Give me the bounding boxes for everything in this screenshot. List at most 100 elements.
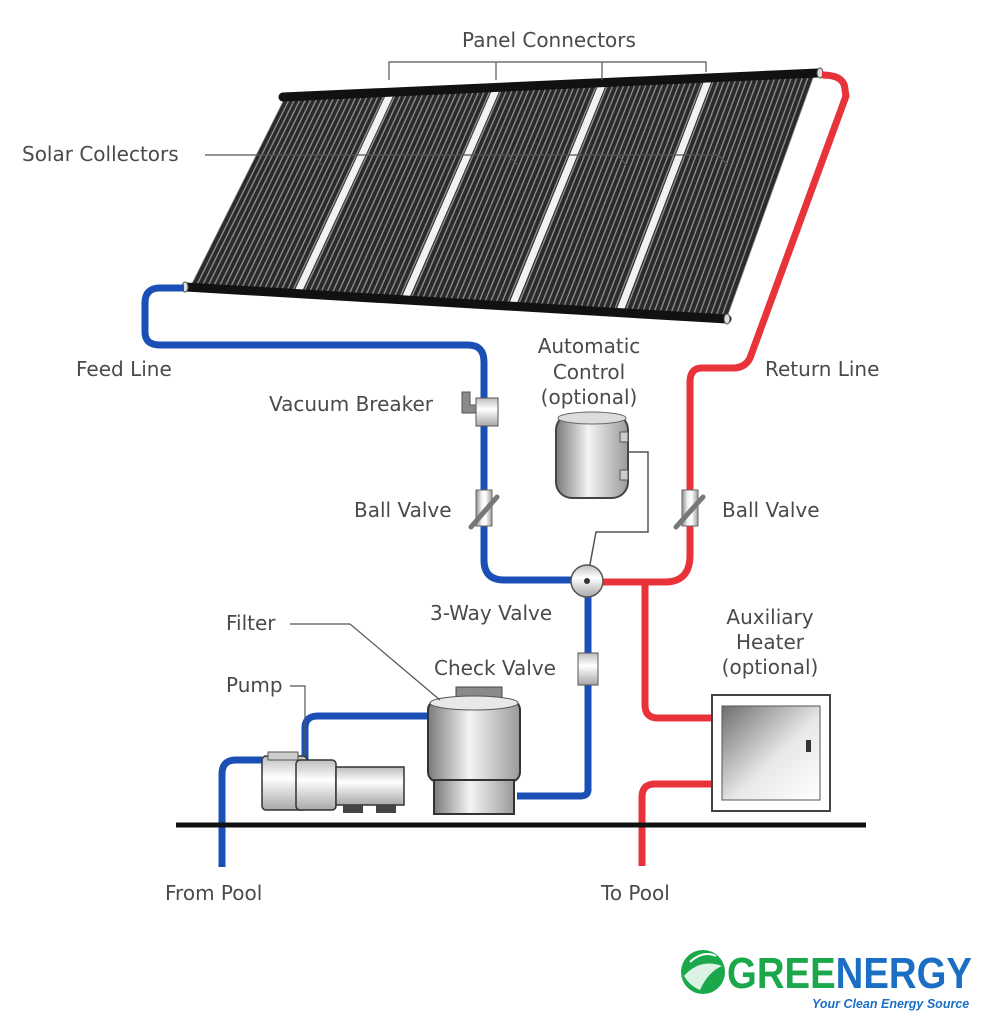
label-three-way-valve: 3-Way Valve <box>430 601 552 625</box>
three-way-valve <box>570 564 604 598</box>
collector-tube <box>715 73 805 318</box>
collector-tube <box>528 81 621 307</box>
collector-tube <box>274 92 370 293</box>
collector-tube <box>652 76 744 315</box>
collector-tube <box>330 90 426 296</box>
pump-to-filter-pipe <box>301 712 430 762</box>
logo-wordmark: GREENERGY <box>727 949 972 998</box>
collector-tube <box>200 96 297 288</box>
collector-tube <box>392 87 487 300</box>
collector-tube <box>686 74 777 316</box>
collector-tube <box>658 75 749 315</box>
collector-tube <box>647 76 738 314</box>
collector-tube <box>500 82 593 306</box>
collector-tube <box>568 79 660 310</box>
label-panel-connectors: Panel Connectors <box>462 28 636 52</box>
collector-tube <box>613 77 705 312</box>
collector-tube <box>387 87 481 299</box>
automatic-control-unit <box>555 411 649 576</box>
filter-to-valve-pipe <box>517 583 592 800</box>
collector-tube <box>375 88 470 299</box>
collector-tube <box>539 81 632 308</box>
collector-tube <box>556 80 649 309</box>
label-solar-collectors: Solar Collectors <box>22 142 179 166</box>
collector-tube <box>596 78 688 311</box>
collector-tubes <box>190 73 815 318</box>
collector-tube <box>262 93 359 292</box>
collector-tube <box>494 83 587 305</box>
collector-tube <box>573 79 666 310</box>
collector-tube <box>285 92 381 293</box>
collector-tube <box>579 79 671 310</box>
collector-tube <box>409 86 504 301</box>
collector-tube <box>341 89 437 297</box>
label-from-pool: From Pool <box>165 881 262 905</box>
collector-tube <box>195 96 292 288</box>
collector-tube <box>211 95 308 289</box>
from-pool-pipe <box>218 756 262 867</box>
collector-tube <box>460 84 554 303</box>
collector-tube <box>624 77 716 313</box>
label-auxiliary-heater-1: Auxiliary <box>726 605 813 629</box>
collector-tube <box>449 85 543 303</box>
leader-lines <box>205 61 729 756</box>
label-vacuum-breaker: Vacuum Breaker <box>269 392 434 416</box>
collector-tube <box>336 90 431 296</box>
collector-tube <box>302 91 398 294</box>
collector-tube <box>551 80 643 309</box>
collector-tube <box>505 82 599 306</box>
logo-tagline: Your Clean Energy Source <box>812 997 969 1011</box>
collector-tube <box>245 94 342 291</box>
collector-tube <box>483 83 576 305</box>
collector-tube <box>585 79 677 311</box>
to-pool-pipe <box>638 780 712 866</box>
label-automatic-control-2: Control <box>553 360 625 384</box>
collector-tube <box>240 94 336 291</box>
auxiliary-heater <box>711 694 831 812</box>
panel-gap <box>616 76 713 314</box>
return-line-pipes <box>592 71 850 866</box>
label-pump: Pump <box>226 673 283 697</box>
feed-line-pipe <box>141 284 585 584</box>
collector-tube <box>325 90 420 296</box>
bottom-header-pipe <box>181 282 732 324</box>
collector-tube <box>635 76 727 314</box>
label-ball-valve-left: Ball Valve <box>354 498 452 522</box>
label-return-line: Return Line <box>765 357 879 381</box>
collector-tube <box>641 76 732 314</box>
collector-tube <box>364 88 459 298</box>
panel-gap <box>401 86 501 301</box>
collector-tube <box>517 82 610 307</box>
labels: Panel Connectors Solar Collectors Feed L… <box>22 28 879 905</box>
collector-tube <box>370 88 465 298</box>
label-check-valve: Check Valve <box>434 656 556 680</box>
collector-tube <box>477 83 571 304</box>
collector-tube <box>421 86 515 301</box>
collector-tube <box>455 84 548 303</box>
bottom-header-cap <box>723 313 731 325</box>
vacuum-breaker <box>461 391 499 427</box>
collector-tube <box>703 73 794 317</box>
collector-tube <box>319 90 414 295</box>
collector-tube <box>313 91 409 295</box>
collector-tube <box>675 75 766 316</box>
collector-tube <box>268 93 364 292</box>
return-line-pipe <box>592 71 850 586</box>
collector-tube <box>438 85 532 302</box>
collector-tube <box>522 81 615 307</box>
collector-tube <box>669 75 760 315</box>
collector-tube <box>698 74 788 317</box>
collector-tube <box>257 93 353 292</box>
collector-tube <box>607 78 699 312</box>
collector-tube <box>630 77 721 313</box>
collector-tube <box>545 80 638 308</box>
collector-tube <box>251 93 347 291</box>
ball-valve-right <box>673 489 706 530</box>
collector-tube <box>488 83 582 305</box>
collector-tube <box>692 74 783 317</box>
collector-tube <box>443 85 537 302</box>
collector-tube <box>279 92 375 293</box>
solar-collector-array <box>181 67 824 325</box>
label-automatic-control-1: Automatic <box>538 334 641 358</box>
